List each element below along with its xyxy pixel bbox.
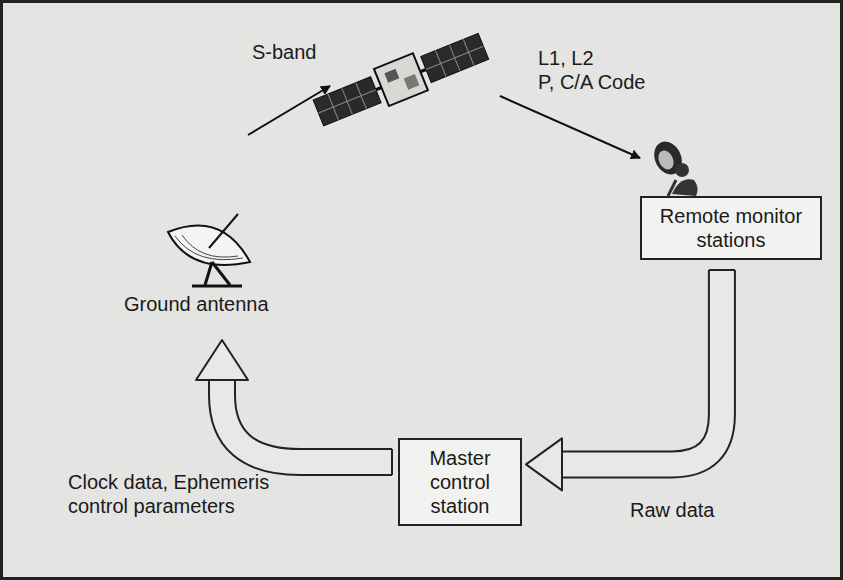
station-box: Remote monitor stations [640, 196, 822, 260]
diagram-label: P, C/A Code [538, 70, 645, 94]
edge-label: Raw data [628, 498, 717, 522]
ground-antenna-icon [168, 214, 250, 286]
diagram-label: Clock data, Ephemeris control parameters [68, 470, 278, 518]
diagram-label: Ground antenna [124, 292, 269, 316]
box-text: Remote monitor stations [652, 204, 810, 252]
satellite-icon [311, 28, 491, 132]
monitor-station-icon [649, 137, 698, 196]
data-flow-arrow [526, 269, 735, 490]
station-box: Master control station [398, 438, 522, 526]
box-text: Master control station [410, 446, 510, 518]
diagram-label: L1, L2 [538, 46, 594, 70]
uplink-arrow [248, 86, 330, 135]
diagram-label: S-band [252, 40, 317, 64]
downlink-arrow [500, 96, 640, 158]
uplink-data-arrow [196, 340, 393, 475]
